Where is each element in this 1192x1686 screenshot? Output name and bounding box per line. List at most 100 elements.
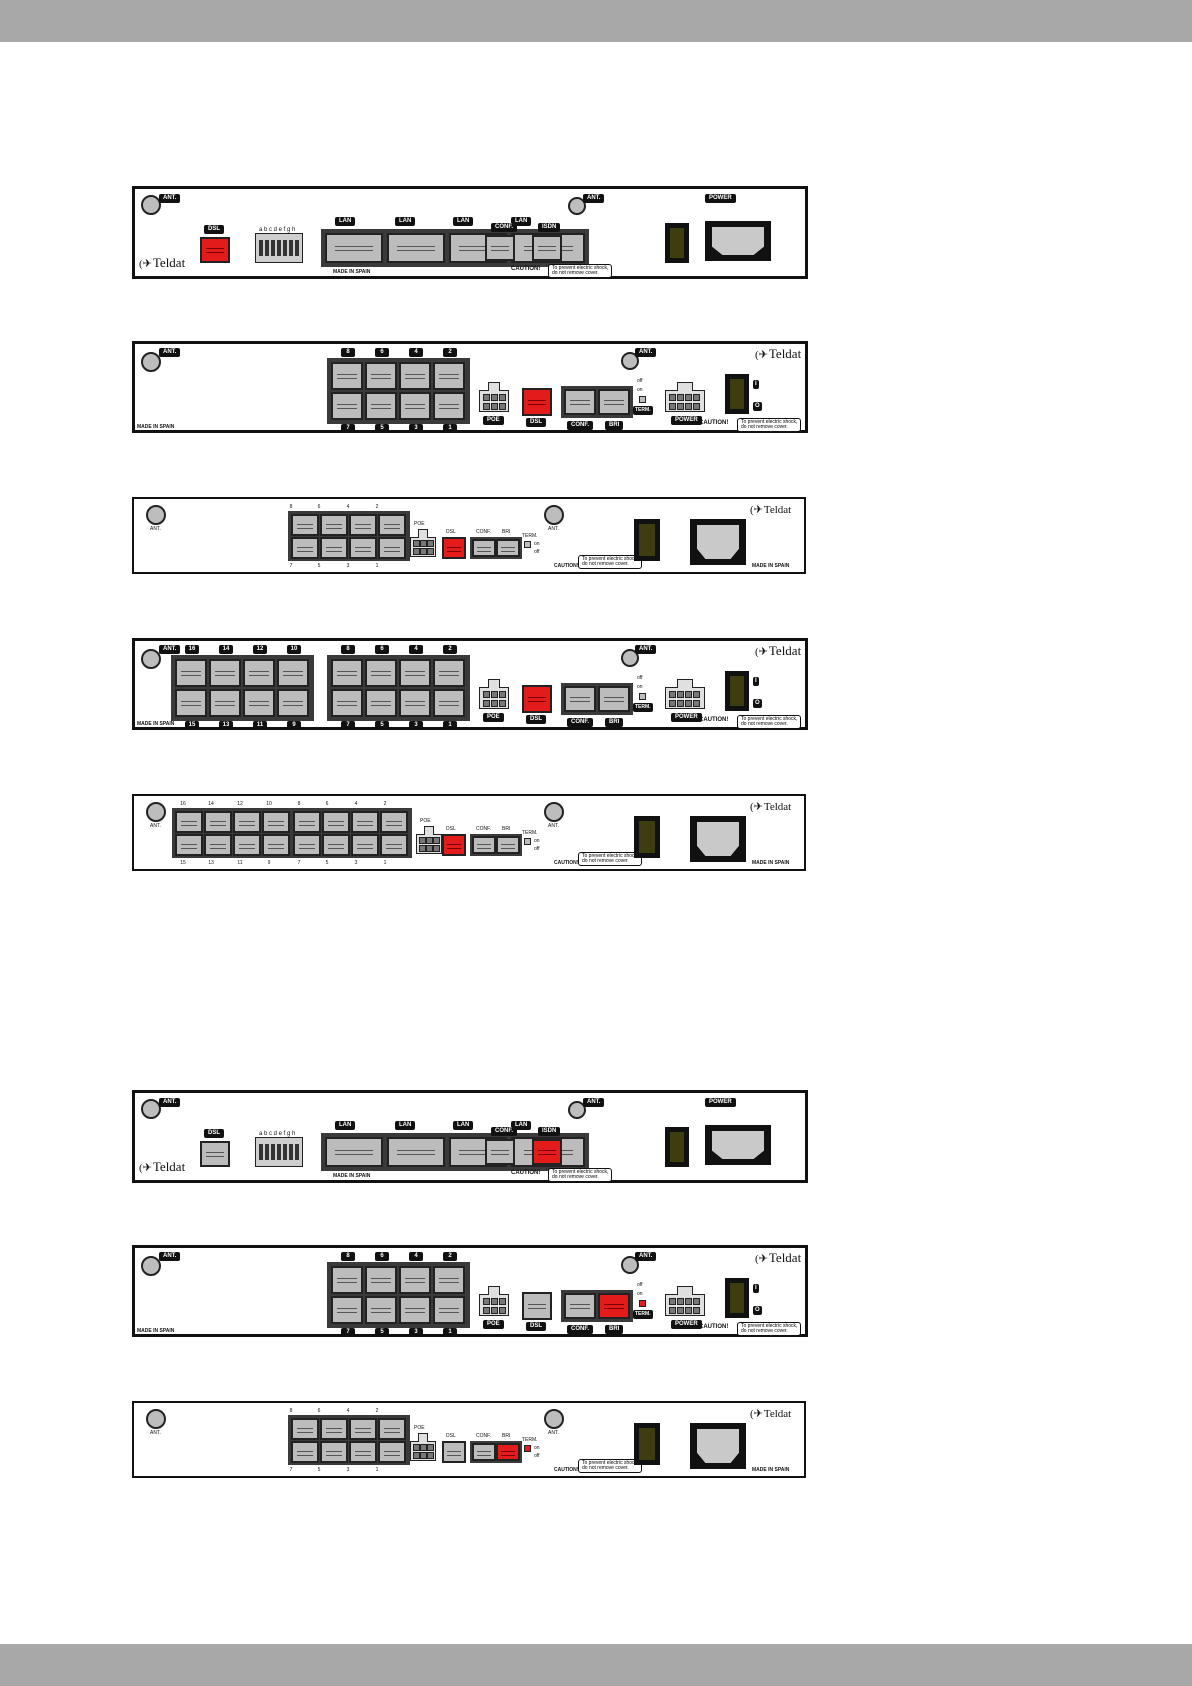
lan-port-1[interactable]	[380, 834, 408, 856]
lan-port-1[interactable]	[325, 1137, 383, 1167]
lan-port-4[interactable]	[351, 811, 379, 833]
bri-port[interactable]	[496, 539, 520, 557]
lan-port-10[interactable]	[262, 811, 290, 833]
lan-port-9[interactable]	[277, 689, 309, 717]
poe-connector[interactable]	[410, 1433, 436, 1461]
lan-port-2[interactable]	[433, 362, 465, 390]
power-switch[interactable]	[665, 223, 689, 263]
lan-port-8[interactable]	[331, 362, 363, 390]
lan-port-11[interactable]	[243, 689, 275, 717]
bri-port[interactable]	[496, 836, 520, 854]
lan-port-12[interactable]	[243, 659, 275, 687]
lan-port-5[interactable]	[365, 392, 397, 420]
term-switch[interactable]	[524, 1445, 531, 1452]
lan-port-14[interactable]	[209, 659, 241, 687]
lan-port-8[interactable]	[293, 811, 321, 833]
dsl-port[interactable]	[522, 685, 552, 713]
power-switch[interactable]	[725, 1278, 749, 1318]
lan-port-2[interactable]	[387, 233, 445, 263]
lan-port-7[interactable]	[291, 537, 319, 559]
isdn-port[interactable]	[532, 235, 562, 261]
lan-port-8[interactable]	[331, 659, 363, 687]
conf-port[interactable]	[485, 235, 515, 261]
lan-port-15[interactable]	[175, 689, 207, 717]
conf-port[interactable]	[564, 686, 596, 712]
bri-port[interactable]	[598, 686, 630, 712]
dsl-port[interactable]	[200, 1141, 230, 1167]
lan-port-6[interactable]	[320, 514, 348, 536]
lan-port-3[interactable]	[449, 1137, 507, 1167]
lan-port-2[interactable]	[387, 1137, 445, 1167]
conf-port[interactable]	[472, 836, 496, 854]
term-switch[interactable]	[524, 838, 531, 845]
poe-connector[interactable]	[410, 529, 436, 557]
lan-port-4[interactable]	[349, 1418, 377, 1440]
dsl-port[interactable]	[442, 834, 466, 856]
power-inlet[interactable]	[690, 816, 746, 862]
dsl-port[interactable]	[200, 237, 230, 263]
term-switch[interactable]	[639, 1300, 646, 1307]
lan-port-3[interactable]	[349, 537, 377, 559]
lan-port-16[interactable]	[175, 811, 203, 833]
dsl-port[interactable]	[442, 1441, 466, 1463]
lan-port-16[interactable]	[175, 659, 207, 687]
lan-port-11[interactable]	[233, 834, 261, 856]
lan-port-2[interactable]	[380, 811, 408, 833]
lan-port-3[interactable]	[351, 834, 379, 856]
lan-port-12[interactable]	[233, 811, 261, 833]
lan-port-7[interactable]	[331, 392, 363, 420]
lan-port-5[interactable]	[322, 834, 350, 856]
lan-port-4[interactable]	[349, 514, 377, 536]
lan-port-5[interactable]	[365, 689, 397, 717]
power-connector[interactable]	[665, 1286, 705, 1316]
lan-port-5[interactable]	[320, 537, 348, 559]
power-switch[interactable]	[665, 1127, 689, 1167]
lan-port-2[interactable]	[433, 659, 465, 687]
lan-port-4[interactable]	[399, 659, 431, 687]
lan-port-3[interactable]	[399, 392, 431, 420]
lan-port-7[interactable]	[331, 689, 363, 717]
lan-port-3[interactable]	[349, 1441, 377, 1463]
lan-port-6[interactable]	[320, 1418, 348, 1440]
bri-port[interactable]	[496, 1443, 520, 1461]
conf-port[interactable]	[485, 1139, 515, 1165]
power-connector[interactable]	[665, 382, 705, 412]
lan-port-4[interactable]	[399, 362, 431, 390]
lan-port-8[interactable]	[291, 1418, 319, 1440]
lan-port-1[interactable]	[378, 1441, 406, 1463]
lan-port-1[interactable]	[378, 537, 406, 559]
lan-port-6[interactable]	[365, 659, 397, 687]
lan-port-6[interactable]	[322, 811, 350, 833]
bri-port[interactable]	[598, 389, 630, 415]
lan-port-8[interactable]	[331, 1266, 363, 1294]
lan-port-1[interactable]	[433, 1296, 465, 1324]
poe-connector[interactable]	[479, 382, 509, 412]
lan-port-2[interactable]	[378, 514, 406, 536]
power-switch[interactable]	[634, 816, 660, 858]
lan-port-13[interactable]	[204, 834, 232, 856]
power-inlet[interactable]	[705, 1125, 771, 1165]
bri-port[interactable]	[598, 1293, 630, 1319]
lan-port-14[interactable]	[204, 811, 232, 833]
lan-port-2[interactable]	[433, 1266, 465, 1294]
poe-connector[interactable]	[479, 679, 509, 709]
power-switch[interactable]	[725, 374, 749, 414]
lan-port-7[interactable]	[291, 1441, 319, 1463]
isdn-port[interactable]	[532, 1139, 562, 1165]
lan-port-6[interactable]	[365, 1266, 397, 1294]
lan-port-15[interactable]	[175, 834, 203, 856]
power-switch[interactable]	[725, 671, 749, 711]
power-inlet[interactable]	[690, 1423, 746, 1469]
dip-switch-bank[interactable]	[255, 1137, 303, 1167]
term-switch[interactable]	[639, 693, 646, 700]
lan-port-2[interactable]	[378, 1418, 406, 1440]
conf-port[interactable]	[564, 1293, 596, 1319]
lan-port-5[interactable]	[365, 1296, 397, 1324]
poe-connector[interactable]	[416, 826, 442, 854]
lan-port-5[interactable]	[320, 1441, 348, 1463]
lan-port-4[interactable]	[399, 1266, 431, 1294]
dsl-port[interactable]	[442, 537, 466, 559]
power-inlet[interactable]	[690, 519, 746, 565]
power-inlet[interactable]	[705, 221, 771, 261]
term-switch[interactable]	[639, 396, 646, 403]
